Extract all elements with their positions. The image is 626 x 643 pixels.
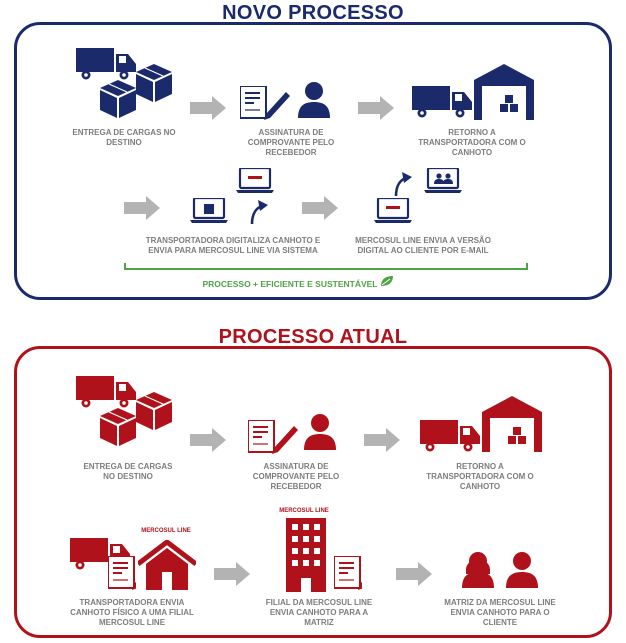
leaf-icon <box>381 276 393 286</box>
brand-logo: MERCOSUL LINE <box>279 508 329 514</box>
upload-arrow-icon <box>394 172 412 197</box>
step-caption: ASSINATURA DE COMPROVANTE PELO RECEBEDOR <box>252 462 340 491</box>
boxes-icon <box>99 64 173 119</box>
truck-icon <box>412 86 472 118</box>
new-process-title: NOVO PROCESSO <box>222 2 404 24</box>
laptop-icon <box>424 168 464 195</box>
document-icon <box>108 556 136 590</box>
arrow-icon <box>190 428 226 452</box>
person-icon <box>304 414 336 450</box>
step-caption: ASSINATURA DE COMPROVANTE PELO RECEBEDOR <box>247 128 335 157</box>
laptop-icon <box>190 198 230 225</box>
current-process-title: PROCESSO ATUAL <box>218 326 408 348</box>
step-caption: TRANSPORTADORA ENVIA CANHOTO FÍSICO A UM… <box>70 598 194 627</box>
arrow-icon <box>124 196 160 220</box>
new-process-panel <box>14 22 612 300</box>
boxes-icon <box>99 392 173 447</box>
step-caption: MERCOSUL LINE ENVIA A VERSÃO DIGITAL AO … <box>355 236 491 255</box>
brand-logo: MERCOSUL LINE <box>141 528 191 534</box>
arrow-icon <box>214 562 250 586</box>
step-caption: TRANSPORTADORA DIGITALIZA CANHOTO E ENVI… <box>145 236 321 255</box>
building-icon <box>286 518 326 592</box>
benefit-label: PROCESSO + EFICIENTE E SUSTENTÁVEL <box>202 279 378 289</box>
document-icon <box>334 556 362 590</box>
arrow-icon <box>190 96 226 120</box>
step-caption: ENTREGA DE CARGAS NO DESTINO <box>83 462 173 481</box>
house-icon <box>138 540 196 590</box>
step-caption: RETORNO A TRANSPORTADORA COM O CANHOTO <box>426 462 534 491</box>
document-pen-icon <box>248 420 299 454</box>
arrow-icon <box>358 96 394 120</box>
step-caption: MATRIZ DA MERCOSUL LINE ENVIA CANHOTO PA… <box>444 598 556 627</box>
step-caption: ENTREGA DE CARGAS NO DESTINO <box>72 128 176 147</box>
person-icon <box>298 82 330 118</box>
person-icon <box>506 552 538 588</box>
benefit-bracket-tick <box>526 263 528 270</box>
truck-icon <box>420 420 480 452</box>
laptop-icon <box>374 198 414 225</box>
arrow-icon <box>302 196 338 220</box>
benefit-bracket <box>124 268 528 270</box>
step-caption: RETORNO A TRANSPORTADORA COM O CANHOTO <box>418 128 526 157</box>
benefit-bracket-tick <box>124 263 126 270</box>
upload-arrow-icon <box>250 200 268 225</box>
step-caption: FILIAL DA MERCOSUL LINE ENVIA CANHOTO PA… <box>265 598 373 627</box>
arrow-icon <box>396 562 432 586</box>
warehouse-icon <box>482 396 543 453</box>
current-process-panel <box>14 346 612 638</box>
warehouse-icon <box>474 64 535 121</box>
person-icon <box>462 552 494 588</box>
document-pen-icon <box>240 86 291 120</box>
laptop-icon <box>236 168 276 195</box>
arrow-icon <box>364 428 400 452</box>
